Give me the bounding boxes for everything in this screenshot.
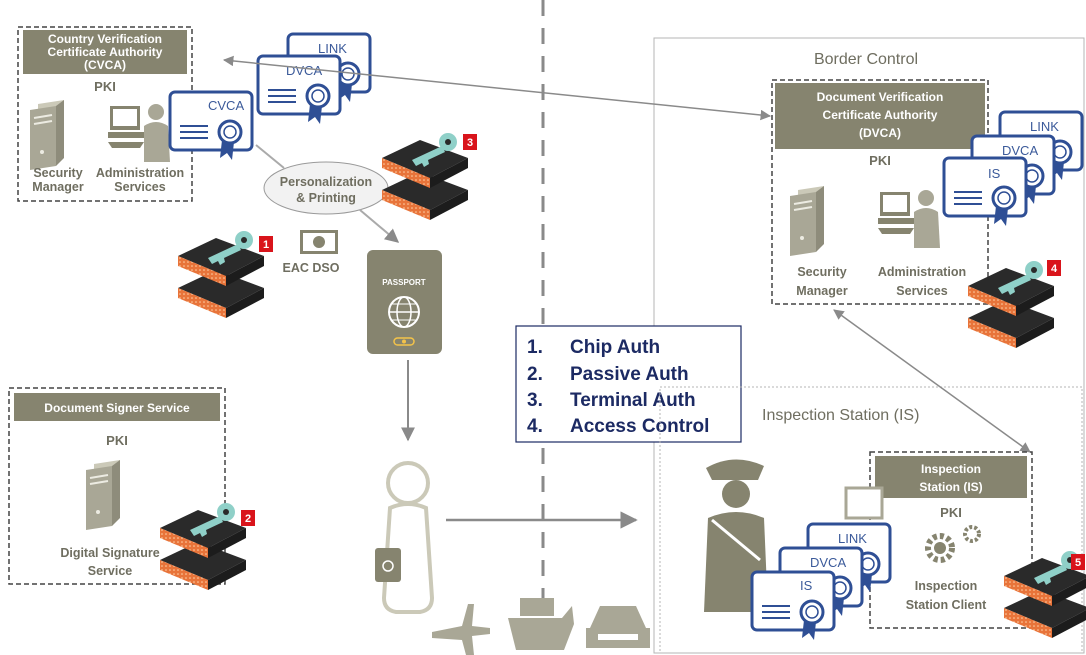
auth-item-4-label: Access Control: [570, 416, 709, 437]
cert-link-label: LINK: [318, 41, 347, 56]
cvca-admin-services-2: Services: [114, 180, 165, 194]
auth-list-box: 1. Chip Auth 2. Passive Auth 3. Terminal…: [515, 325, 742, 443]
cert-link-label: LINK: [838, 531, 867, 546]
cert-cvca-label: CVCA: [208, 98, 244, 113]
computer-icon: [844, 486, 884, 520]
auth-item-2-number: 2.: [527, 364, 543, 385]
cvca-title-1: Country Verification: [48, 32, 162, 46]
is-pki: PKI: [940, 505, 962, 520]
cvca-security-manager-2: Manager: [32, 180, 84, 194]
is-title-2: Station (IS): [919, 480, 982, 494]
certificate-icon: [942, 156, 1028, 228]
cert-dvca-label: DVCA: [286, 63, 322, 78]
personalization-node: Personalization & Printing: [263, 161, 389, 215]
hsm-badge-1: [259, 236, 273, 252]
eac-dso-label: EAC DSO: [283, 261, 340, 275]
inspection-station-label: Inspection Station (IS): [762, 407, 919, 424]
cert-is-label: IS: [988, 166, 1001, 181]
server-icon: [29, 99, 65, 171]
cvca-pki: PKI: [94, 79, 116, 94]
digital-signature-label-2: Service: [88, 564, 133, 578]
dvca-pki: PKI: [869, 153, 891, 168]
inspection-station-box: Inspection Station (IS) PKI Inspection S…: [869, 451, 1033, 629]
certificate-icon: [750, 570, 836, 642]
cert-dvca-label: DVCA: [810, 555, 846, 570]
personalization-label-1: Personalization: [280, 175, 372, 189]
doc-signer-pki: PKI: [106, 433, 128, 448]
hsm-number-5: 5: [1075, 557, 1081, 569]
is-certificate-stack: LINK DVCA IS: [750, 522, 892, 642]
eac-dso: EAC DSO: [283, 230, 340, 275]
auth-item-3-label: Terminal Auth: [570, 390, 696, 411]
airplane-icon: [432, 604, 490, 655]
to-passport-arrow: [359, 209, 400, 243]
passport-icon: PASSPORT: [367, 250, 442, 354]
cvca-title-3: (CVCA): [84, 58, 126, 72]
dvca-is-arrow: [833, 309, 1031, 453]
cvca-box: Country Verification Certificate Authori…: [17, 26, 193, 202]
hsm-badge-5: [1071, 554, 1085, 570]
dvca-admin-services-1: Administration: [878, 265, 966, 279]
cvca-security-manager-1: Security: [33, 166, 82, 180]
is-title-1: Inspection: [921, 462, 981, 476]
dvca-certificate-stack: LINK DVCA IS: [942, 110, 1084, 228]
gear-icon: [925, 525, 981, 563]
personalization-label-2: & Printing: [296, 191, 356, 205]
auth-item-1-label: Chip Auth: [570, 337, 660, 358]
hsm-number-2: 2: [245, 513, 251, 525]
dvca-security-manager-2: Manager: [796, 284, 848, 298]
cvca-dvca-arrow: [222, 55, 772, 121]
dvca-title-2: Certificate Authority: [823, 108, 938, 122]
hsm-badge-2: [241, 510, 255, 526]
hsm-number-3: 3: [467, 137, 473, 149]
cert-dvca-label: DVCA: [1002, 143, 1038, 158]
hsm-number-1: 1: [263, 239, 269, 251]
auth-item-4-number: 4.: [527, 416, 543, 437]
cert-is-label: IS: [800, 578, 813, 593]
server-icon: [789, 185, 825, 257]
dvca-security-manager-1: Security: [797, 265, 846, 279]
car-icon: [586, 606, 650, 648]
hsm-icon: [382, 133, 468, 220]
dvca-box: Document Verification Certificate Author…: [771, 79, 989, 305]
dvca-title-3: (DVCA): [859, 126, 901, 140]
auth-item-3-number: 3.: [527, 390, 543, 411]
is-client-label-2: Station Client: [906, 598, 987, 612]
cert-to-personalization-line: [255, 144, 285, 169]
auth-item-2-label: Passive Auth: [570, 364, 689, 385]
is-client-label-1: Inspection: [915, 579, 978, 593]
server-icon: [85, 459, 121, 531]
cert-link-label: LINK: [1030, 119, 1059, 134]
dvca-admin-services-2: Services: [896, 284, 947, 298]
auth-item-1-number: 1.: [527, 337, 543, 358]
hsm-badge-3: [463, 134, 477, 150]
traveler-icon: [375, 461, 435, 614]
admin-icon: [878, 190, 940, 248]
hsm-icon: [160, 503, 246, 590]
dvca-title-1: Document Verification: [817, 90, 944, 104]
document-signer-box: Document Signer Service PKI Digital Sign…: [8, 387, 226, 585]
passport-label: PASSPORT: [382, 278, 426, 287]
hsm-icon: [968, 261, 1054, 348]
border-control-label: Border Control: [814, 51, 918, 68]
hsm-number-4: 4: [1051, 263, 1058, 275]
ship-icon: [508, 598, 574, 650]
digital-signature-label-1: Digital Signature: [60, 546, 159, 560]
admin-icon: [108, 104, 170, 162]
hsm-badge-4: [1047, 260, 1061, 276]
cvca-title-2: Certificate Authority: [48, 45, 163, 59]
cvca-certificate-stack: LINK DVCA CVCA: [168, 32, 372, 162]
doc-signer-title: Document Signer Service: [44, 401, 190, 415]
hsm-icon: [178, 231, 264, 318]
cvca-admin-services-1: Administration: [96, 166, 184, 180]
